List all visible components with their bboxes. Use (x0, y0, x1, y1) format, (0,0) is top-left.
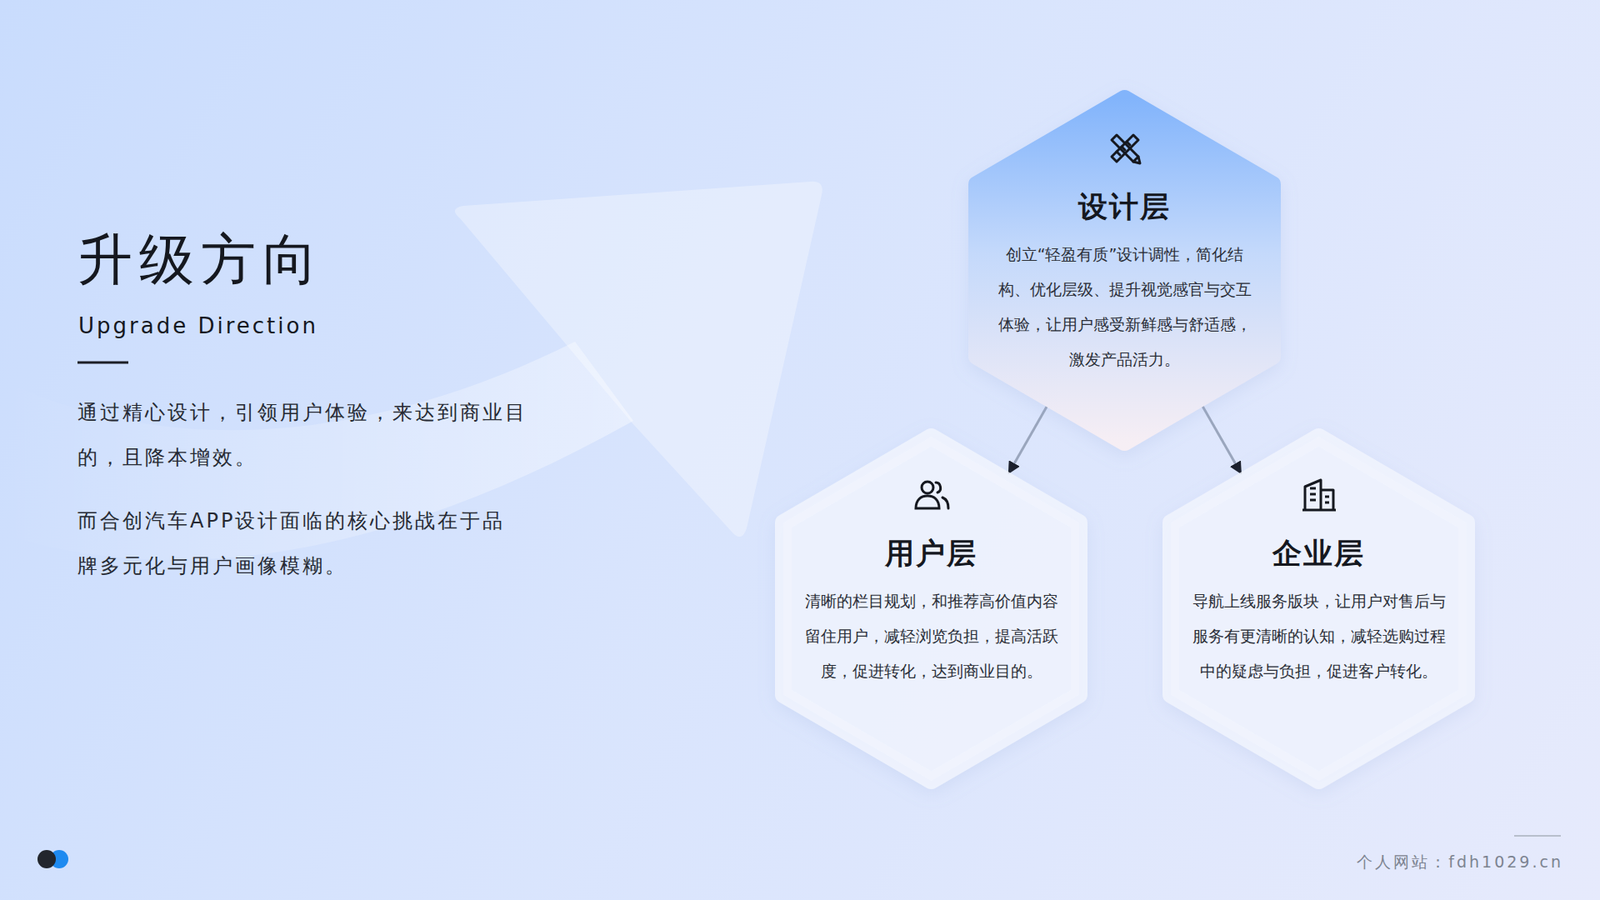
title-rule (77, 361, 129, 365)
node-heading: 用户层 (775, 535, 1088, 572)
footer-rule (1514, 835, 1561, 837)
node-content: 企业层导航上线服务版块，让用户对售后与服务有更清晰的认知，减轻选购过程中的疑虑与… (1162, 475, 1475, 689)
subtitle: Upgrade Direction (78, 311, 319, 340)
node-content: 用户层清晰的栏目规划，和推荐高价值内容留住用户，减轻浏览负担，提高活跃度，促进转… (775, 475, 1088, 689)
node-heading: 设计层 (968, 188, 1281, 225)
node-body: 创立“轻盈有质”设计调性，简化结构、优化层级、提升视觉感官与交互体验，让用户感受… (995, 236, 1255, 377)
hexagon-box: 设计层创立“轻盈有质”设计调性，简化结构、优化层级、提升视觉感官与交互体验，让用… (968, 90, 1281, 451)
logo-dot (37, 850, 56, 869)
node-body: 清晰的栏目规划，和推荐高价值内容留住用户，减轻浏览负担，提高活跃度，促进转化，达… (801, 583, 1062, 689)
intro-text: 通过精心设计，引领用户体验，来达到商业目的，且降本增效。 (77, 390, 528, 480)
connector-arrow (1009, 405, 1048, 473)
page-title: 升级方向 (77, 226, 325, 294)
intro-text: 而合创汽车APP设计面临的核心挑战在于品牌多元化与用户画像模糊。 (77, 498, 528, 589)
node-body: 导航上线服务版块，让用户对售后与服务有更清晰的认知，减轻选购过程中的疑虑与负担，… (1189, 583, 1450, 689)
arrow-head (455, 181, 823, 537)
hexagon-box: 企业层导航上线服务版块，让用户对售后与服务有更清晰的认知，减轻选购过程中的疑虑与… (1162, 428, 1475, 790)
footer-site: 个人网站：fdh1029.cn (1356, 850, 1564, 874)
node-icon (1105, 128, 1145, 169)
node-heading: 企业层 (1162, 535, 1475, 572)
connector-arrow (1202, 405, 1241, 474)
hexagon-box: 用户层清晰的栏目规划，和推荐高价值内容留住用户，减轻浏览负担，提高活跃度，促进转… (775, 428, 1088, 790)
node-icon (1299, 475, 1340, 515)
node-content: 设计层创立“轻盈有质”设计调性，简化结构、优化层级、提升视觉感官与交互体验，让用… (968, 128, 1281, 377)
node-icon (911, 475, 952, 515)
